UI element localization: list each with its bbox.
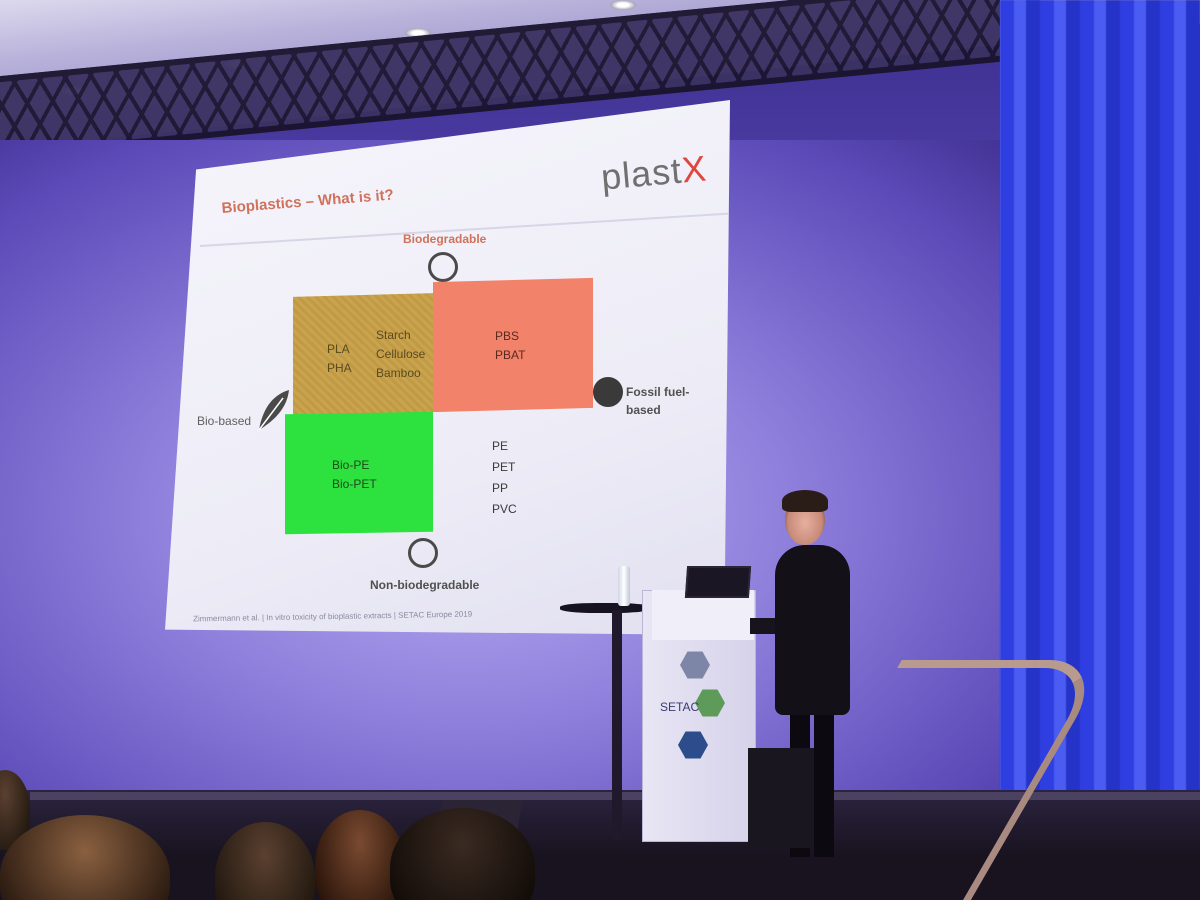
plastx-logo: plastX <box>599 147 708 198</box>
cell-item: Cellulose <box>376 347 426 361</box>
axis-label-non-biodegradable: Non-biodegradable <box>370 578 480 592</box>
cell-item: PP <box>492 481 509 495</box>
setac-hex-logo <box>680 651 710 679</box>
blue-curtain <box>1000 0 1200 900</box>
cell-list: PBS PBAT <box>495 327 525 365</box>
laptop <box>684 566 752 598</box>
ceiling-light <box>405 28 431 38</box>
audience-head <box>390 808 535 900</box>
cell-item: PLA <box>327 342 350 356</box>
cell-item: PE <box>492 439 509 453</box>
floor-monitor <box>748 748 814 848</box>
axis-label-bio-based: Bio-based <box>197 414 252 428</box>
cell-item: Bio-PET <box>332 477 377 491</box>
table-leg <box>612 610 622 840</box>
cell-item: PVC <box>492 502 517 516</box>
flame-icon <box>593 377 623 407</box>
projected-slide: plastX Bioplastics – What is it? Biodegr… <box>165 100 730 635</box>
cell-item: PBS <box>495 329 520 343</box>
cell-item: PBAT <box>495 348 526 362</box>
axis-label-fossil-fuel-based: Fossil fuel-based <box>626 385 690 417</box>
cell-item: Bamboo <box>376 366 421 380</box>
axis-label-biodegradable: Biodegradable <box>403 232 487 246</box>
slide-title: Bioplastics – What is it? <box>221 186 395 217</box>
cell-item: Starch <box>376 328 411 342</box>
high-table <box>560 603 650 613</box>
biodegradable-icon <box>428 252 458 282</box>
cell-list: Bio-PE Bio-PET <box>332 456 377 494</box>
logo-x: X <box>680 147 709 191</box>
cell-list: PE PET PP PVC <box>492 436 517 520</box>
setac-hex-logo <box>695 689 725 717</box>
slide-footer: Zimmermann et al. | In vitro toxicity of… <box>192 609 473 624</box>
non-biodegradable-icon <box>408 538 438 568</box>
speaker-body <box>775 545 850 715</box>
ceiling-light <box>610 0 636 10</box>
stage-floor <box>0 790 1200 900</box>
speaker-hair <box>782 490 828 512</box>
cell-list: Starch Cellulose Bamboo <box>376 326 425 383</box>
water-bottle <box>618 566 630 606</box>
cell-item: Bio-PE <box>332 458 370 472</box>
leaf-icon <box>258 390 289 431</box>
cell-item: PHA <box>327 361 352 375</box>
cell-list: PLA PHA <box>327 340 352 378</box>
logo-text: plast <box>599 149 684 198</box>
podium-top <box>652 590 754 640</box>
podium-brand: SETAC <box>660 700 700 714</box>
setac-hex-logo <box>678 731 708 759</box>
cell-item: PET <box>492 460 516 474</box>
